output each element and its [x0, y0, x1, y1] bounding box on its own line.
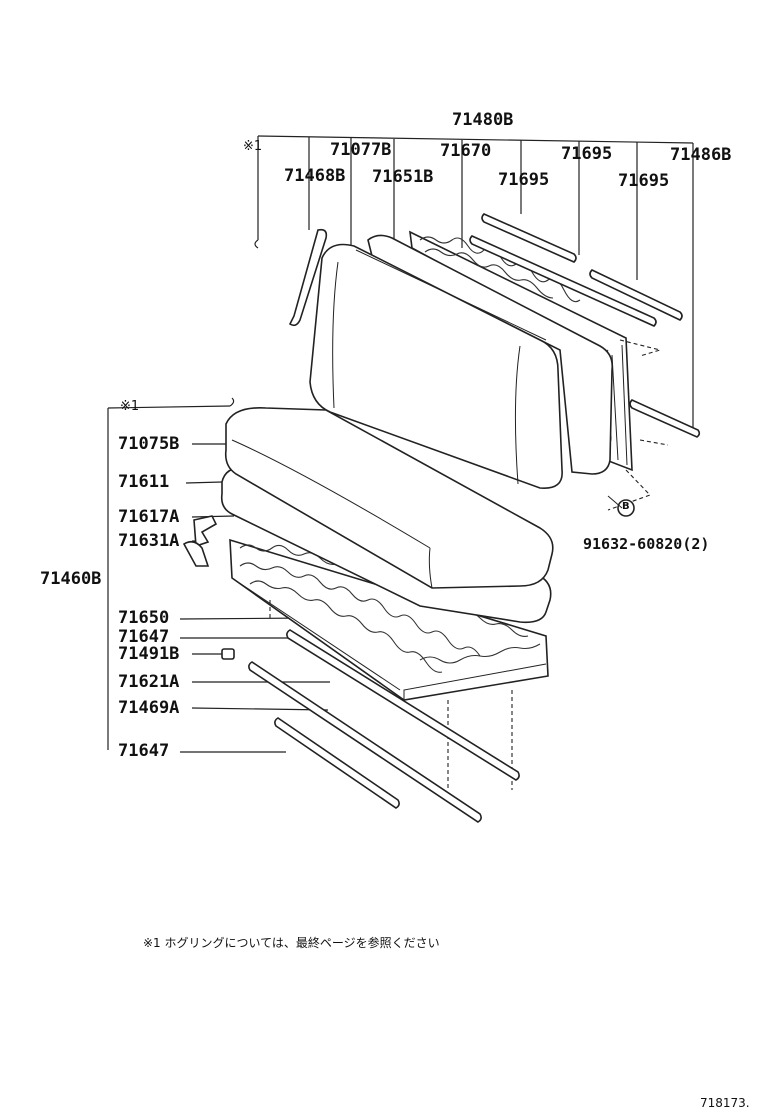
label-71617A: 71617A — [118, 507, 180, 527]
label-71468B: 71468B — [284, 166, 346, 186]
back-group-bracket — [254, 135, 694, 430]
label-71621A: 71621A — [118, 672, 180, 692]
label-bolt-part-no: 91632-60820(2) — [583, 535, 710, 553]
label-71695-b: 71695 — [498, 170, 550, 190]
seat-cushion-cover — [224, 407, 554, 589]
label-71647-a: 71647 — [118, 627, 170, 647]
clip-71491B — [221, 648, 235, 660]
seat-back-pad — [367, 234, 614, 475]
label-71469A: 71469A — [118, 698, 180, 718]
mark-ref-1-back: ※1 — [243, 139, 263, 154]
label-71611: 71611 — [118, 472, 170, 492]
label-71650: 71650 — [118, 608, 170, 628]
diagram-id: 718173. — [700, 1096, 750, 1110]
bolt-symbol-letter: B — [622, 501, 630, 512]
label-71460B: 71460B — [40, 569, 102, 589]
label-71647-b: 71647 — [118, 741, 170, 761]
cushion-trim-strips — [248, 629, 520, 823]
back-top-trim — [288, 228, 328, 327]
label-71670: 71670 — [440, 141, 492, 161]
label-71491B: 71491B — [118, 644, 180, 664]
footnote: ※1 ホグリングについては、最終ページを参照ください — [143, 936, 440, 950]
mark-ref-1-cushion: ※1 — [120, 399, 140, 414]
seat-cushion-frame — [229, 538, 549, 790]
seat-back-cover — [309, 243, 563, 489]
back-trim-strips — [469, 213, 701, 446]
label-71651B: 71651B — [372, 167, 434, 187]
bolt-symbol — [607, 495, 635, 517]
label-71077B: 71077B — [330, 140, 392, 160]
cushion-group-bracket — [107, 397, 330, 753]
hog-ring-clip — [193, 515, 218, 548]
label-71695-a: 71695 — [561, 144, 613, 164]
label-71480B: 71480B — [452, 110, 514, 130]
label-71695-c: 71695 — [618, 171, 670, 191]
label-71486B: 71486B — [670, 145, 732, 165]
label-71075B: 71075B — [118, 434, 180, 454]
label-71631A: 71631A — [118, 531, 180, 551]
side-cover-part — [182, 540, 210, 567]
